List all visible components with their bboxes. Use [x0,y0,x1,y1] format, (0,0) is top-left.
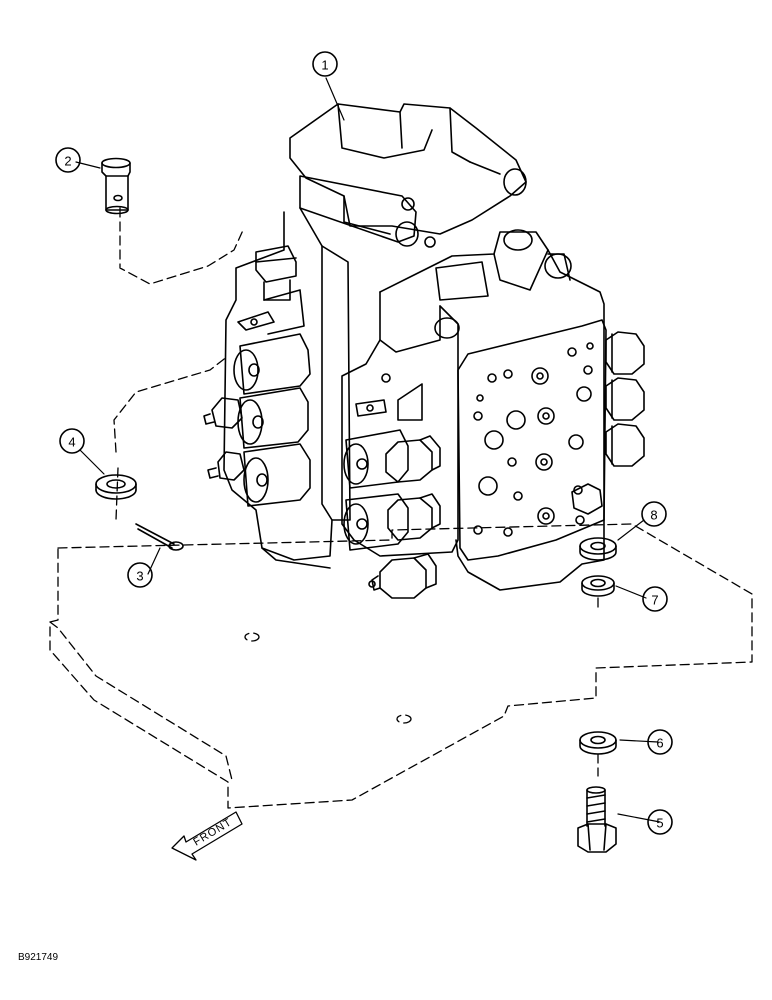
callout-1: 1 [312,51,338,77]
hex-bolt [577,786,617,853]
svg-text:2: 2 [64,154,71,169]
svg-text:5: 5 [656,816,663,831]
callout-7: 7 [642,586,668,612]
callout-5: 5 [647,809,673,835]
callout-2: 2 [55,147,81,173]
right-port-fittings [605,331,645,467]
washer-6 [579,731,617,755]
svg-text:4: 4 [68,435,75,450]
cotter-pin [135,523,184,551]
control-valve-assembly [203,103,645,599]
svg-text:3: 3 [136,569,143,584]
mounting-plate-outline [49,207,753,809]
svg-text:8: 8 [650,508,657,523]
left-spool-group [203,333,311,507]
callout-6: 6 [647,729,673,755]
leader-lines [75,77,661,823]
washer-7 [581,575,615,597]
front-direction-arrow: FRONT [171,811,243,861]
callout-4: 4 [59,428,85,454]
callout-3: 3 [127,562,153,588]
svg-text:6: 6 [656,736,663,751]
svg-text:7: 7 [651,593,658,608]
washer-8 [579,537,617,561]
washer-4 [95,474,137,500]
callout-8: 8 [641,501,667,527]
figure-id-label: B921749 [18,952,59,963]
middle-spool-group [343,429,441,599]
svg-text:1: 1 [321,58,328,73]
clevis-pin [101,157,131,215]
